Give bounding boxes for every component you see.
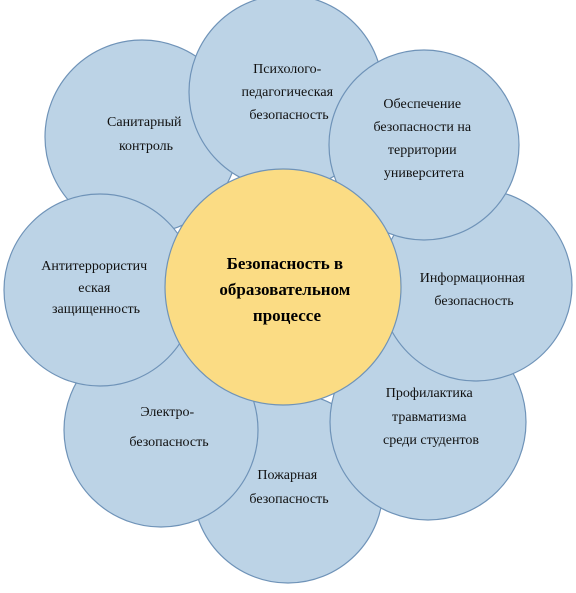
petal-sanitary-line-2: контроль xyxy=(119,139,173,154)
petal-information-line-1: Информационная xyxy=(420,271,526,286)
petal-electrical-line-1: Электро- xyxy=(140,405,194,420)
center-node: Безопасность в образовательном процессе xyxy=(164,168,402,406)
center-label: Безопасность в образовательном процессе xyxy=(219,254,354,325)
center-line-1: Безопасность в xyxy=(227,254,343,273)
petal-psychological-line-3: безопасность xyxy=(249,108,328,123)
petal-fire-line-1: Пожарная xyxy=(257,468,317,483)
petal-electrical-label: Электро- безопасность xyxy=(129,405,208,450)
petal-campus-security-circle xyxy=(328,49,520,241)
petal-antiterror-label: Антитеррористич еская защищенность xyxy=(41,259,150,317)
petal-psychological-line-2: педагогическая xyxy=(241,85,333,100)
center-line-2: образовательном xyxy=(219,280,350,299)
petal-campus-security-line-3: территории xyxy=(388,143,457,158)
petal-electrical-line-2: безопасность xyxy=(129,435,208,450)
petal-campus-security-line-1: Обеспечение xyxy=(383,97,461,112)
petal-fire-line-2: безопасность xyxy=(249,492,328,507)
petal-information-line-2: безопасность xyxy=(434,294,513,309)
petal-sanitary-label: Санитарный контроль xyxy=(107,115,185,154)
petal-antiterror-line-3: защищенность xyxy=(52,302,140,317)
petal-injury-prevention-label: Профилактика травматизма среди студентов xyxy=(383,386,479,448)
petal-injury-prevention-line-1: Профилактика xyxy=(386,386,474,401)
petal-campus-security-label: Обеспечение безопасности на территории у… xyxy=(373,97,474,181)
petal-antiterror: Антитеррористич еская защищенность xyxy=(3,193,197,387)
petal-antiterror-line-1: Антитеррористич xyxy=(41,259,147,274)
center-circle xyxy=(164,168,402,406)
petal-injury-prevention-line-2: травматизма xyxy=(392,410,467,425)
petal-campus-security: Обеспечение безопасности на территории у… xyxy=(328,49,520,241)
petal-psychological-label: Психолого- педагогическая безопасность xyxy=(241,62,336,123)
petal-psychological-line-1: Психолого- xyxy=(253,62,321,77)
petal-antiterror-line-2: еская xyxy=(78,281,111,296)
petal-information-label: Информационная безопасность xyxy=(420,271,529,309)
petal-campus-security-line-4: университета xyxy=(384,166,465,181)
petal-sanitary-line-1: Санитарный xyxy=(107,115,182,130)
petal-fire-label: Пожарная безопасность xyxy=(249,468,328,507)
center-line-3: процессе xyxy=(253,306,322,325)
petal-campus-security-line-2: безопасности на xyxy=(373,120,471,135)
petal-injury-prevention-line-3: среди студентов xyxy=(383,433,479,448)
